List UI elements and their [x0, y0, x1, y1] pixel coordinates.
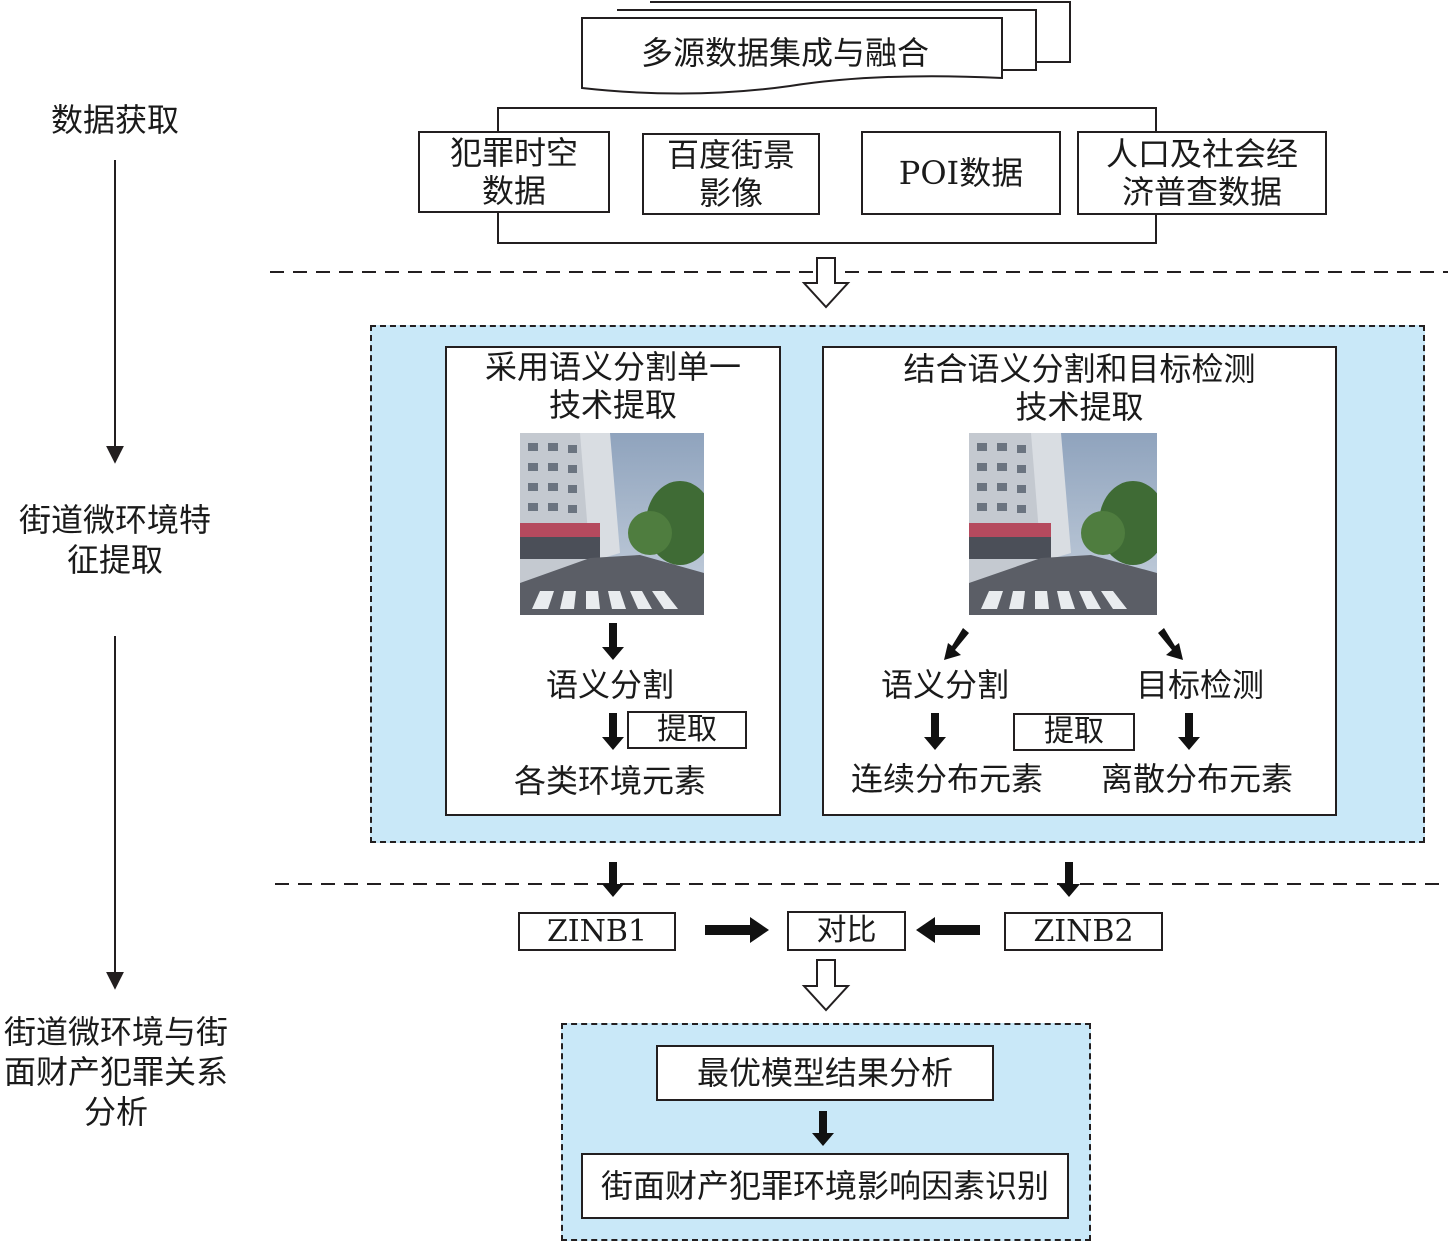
- hollow-arrow-bottom: [801, 959, 851, 1012]
- zinb2-box: ZINB2: [1004, 912, 1163, 951]
- source-baidu-streetview: 百度街景 影像: [642, 133, 820, 215]
- document-stack-icon: [581, 1, 1071, 95]
- combined-technique-title: 结合语义分割和目标检测 技术提取: [903, 350, 1256, 426]
- best-model-analysis-box: 最优模型结果分析: [656, 1045, 994, 1101]
- arrow-to-zinb2: [1058, 862, 1080, 897]
- crime-factor-identification-box: 街面财产犯罪环境影响因素识别: [581, 1153, 1069, 1219]
- right-object-detection: 目标检测: [1135, 666, 1264, 704]
- left-semantic-segmentation: 语义分割: [545, 666, 674, 704]
- single-technique-title: 采用语义分割单一 技术提取: [484, 348, 741, 424]
- compare-box: 对比: [787, 911, 906, 951]
- stage-feature-extraction: 街道微环境特 征提取: [18, 501, 211, 579]
- source-poi-data: POI数据: [861, 131, 1061, 215]
- arrow-zinb2-to-compare: [916, 917, 980, 943]
- left-extract-label: 提取: [627, 711, 747, 749]
- street-view-image-left: [520, 433, 704, 615]
- stage-data-acquisition: 数据获取: [50, 101, 179, 139]
- right-extract-label: 提取: [1013, 713, 1135, 751]
- arrow-diag-det: [1158, 628, 1183, 660]
- left-result-elements: 各类环境元素: [513, 762, 706, 800]
- zinb1-box: ZINB1: [518, 912, 676, 951]
- arrow-down-det: [1178, 713, 1200, 750]
- arrow-down-seg: [924, 713, 946, 750]
- street-view-image-right: [969, 433, 1157, 615]
- hollow-arrow-top: [801, 257, 851, 309]
- arrow-to-factors: [812, 1111, 834, 1146]
- discrete-elements: 离散分布元素: [1100, 760, 1293, 798]
- arrow-diag-seg: [944, 628, 969, 660]
- arrow-to-zinb1: [602, 862, 624, 897]
- continuous-elements: 连续分布元素: [850, 760, 1043, 798]
- arrow-zinb1-to-compare: [705, 917, 769, 943]
- source-crime-data: 犯罪时空 数据: [418, 131, 610, 213]
- source-census-data: 人口及社会经 济普查数据: [1077, 131, 1327, 215]
- right-semantic-segmentation: 语义分割: [880, 666, 1009, 704]
- stage-relationship-analysis: 街道微环境与街 面财产犯罪关系 分析: [3, 1013, 228, 1131]
- arrow-down-left-1: [602, 623, 624, 660]
- arrow-down-left-2: [602, 713, 624, 750]
- integration-title: 多源数据集成与融合: [640, 34, 929, 72]
